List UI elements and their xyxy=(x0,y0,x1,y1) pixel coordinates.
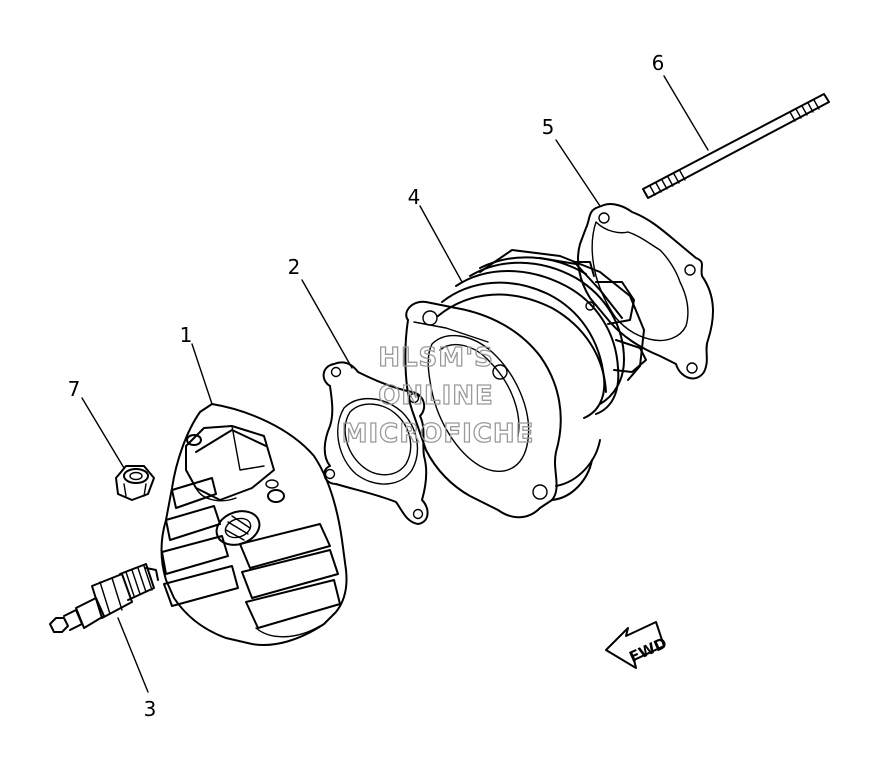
callout-3: 3 xyxy=(144,697,157,721)
nut-part-7 xyxy=(115,465,155,501)
leader-line-2 xyxy=(301,279,353,369)
callout-6: 6 xyxy=(652,51,665,75)
fwd-label: FWD xyxy=(626,634,669,666)
callout-7: 7 xyxy=(68,377,81,401)
watermark: HLSM'S ONLINE MICROFICHE xyxy=(341,342,535,449)
base-gasket-part-5 xyxy=(577,202,714,380)
leader-line-1 xyxy=(191,343,213,405)
watermark-line-1: HLSM'S xyxy=(378,343,494,373)
leader-line-4 xyxy=(419,205,463,283)
callout-2: 2 xyxy=(288,255,301,279)
stud-bolt-part-6 xyxy=(642,93,830,199)
leader-line-3 xyxy=(117,617,149,693)
callout-4: 4 xyxy=(408,185,421,209)
leader-line-5 xyxy=(555,139,601,207)
cylinder-head-part-1 xyxy=(160,403,348,646)
watermark-line-3: MICROFICHE xyxy=(342,419,535,449)
cylinder-part-4 xyxy=(404,249,647,519)
callout-5: 5 xyxy=(542,115,555,139)
leader-line-6 xyxy=(663,75,709,151)
watermark-line-2: ONLINE xyxy=(378,381,494,411)
forward-direction-arrow: FWD xyxy=(605,621,670,669)
leader-line-7 xyxy=(81,397,125,469)
callout-1: 1 xyxy=(180,323,193,347)
leader-lines xyxy=(81,75,709,693)
spark-plug-part-3 xyxy=(49,563,159,633)
head-gasket-part-2 xyxy=(322,361,429,525)
